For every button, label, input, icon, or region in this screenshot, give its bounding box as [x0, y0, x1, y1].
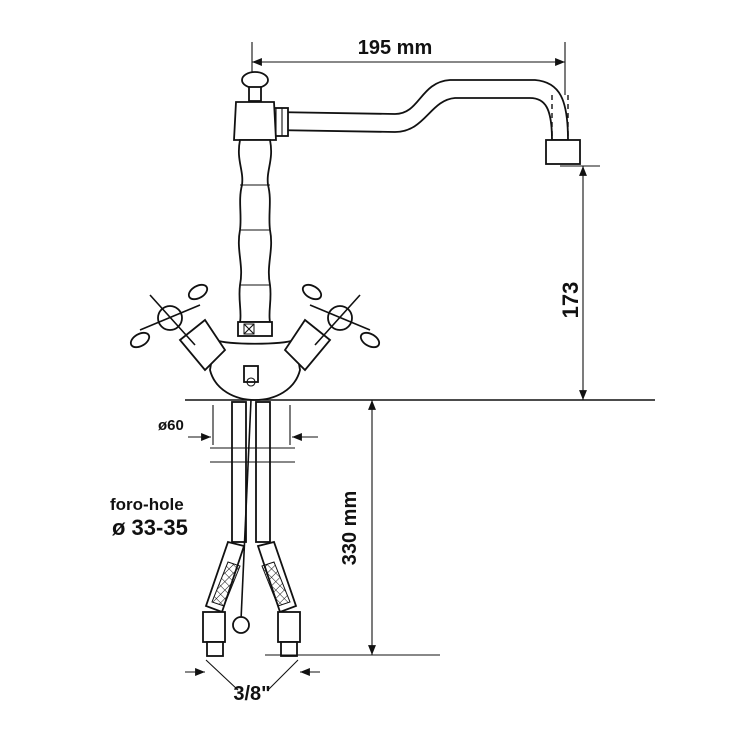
top-knob: [241, 71, 269, 89]
supply-pipes: [202, 399, 301, 657]
connector-dimension: 3/8": [185, 659, 320, 705]
faucet-body: [209, 71, 301, 401]
hose-length-dimension: 330 mm: [265, 400, 440, 656]
hose-length-label: 330 mm: [339, 491, 361, 566]
base-diameter-dimension: ø60: [158, 405, 318, 445]
reach-dimension: 195 mm: [251, 37, 566, 95]
aerator: [545, 139, 581, 165]
hole-label: foro-hole: [110, 495, 184, 514]
hole-diameter-label: ø 33-35: [112, 515, 188, 540]
connector-label: 3/8": [233, 683, 270, 705]
height-dimension: 173: [558, 165, 600, 400]
reach-label: 195 mm: [358, 37, 433, 59]
left-handle: [129, 283, 227, 372]
base-diameter-label: ø60: [158, 417, 184, 434]
spout: [269, 79, 581, 165]
right-handle: [283, 283, 381, 372]
height-label: 173: [558, 282, 583, 319]
